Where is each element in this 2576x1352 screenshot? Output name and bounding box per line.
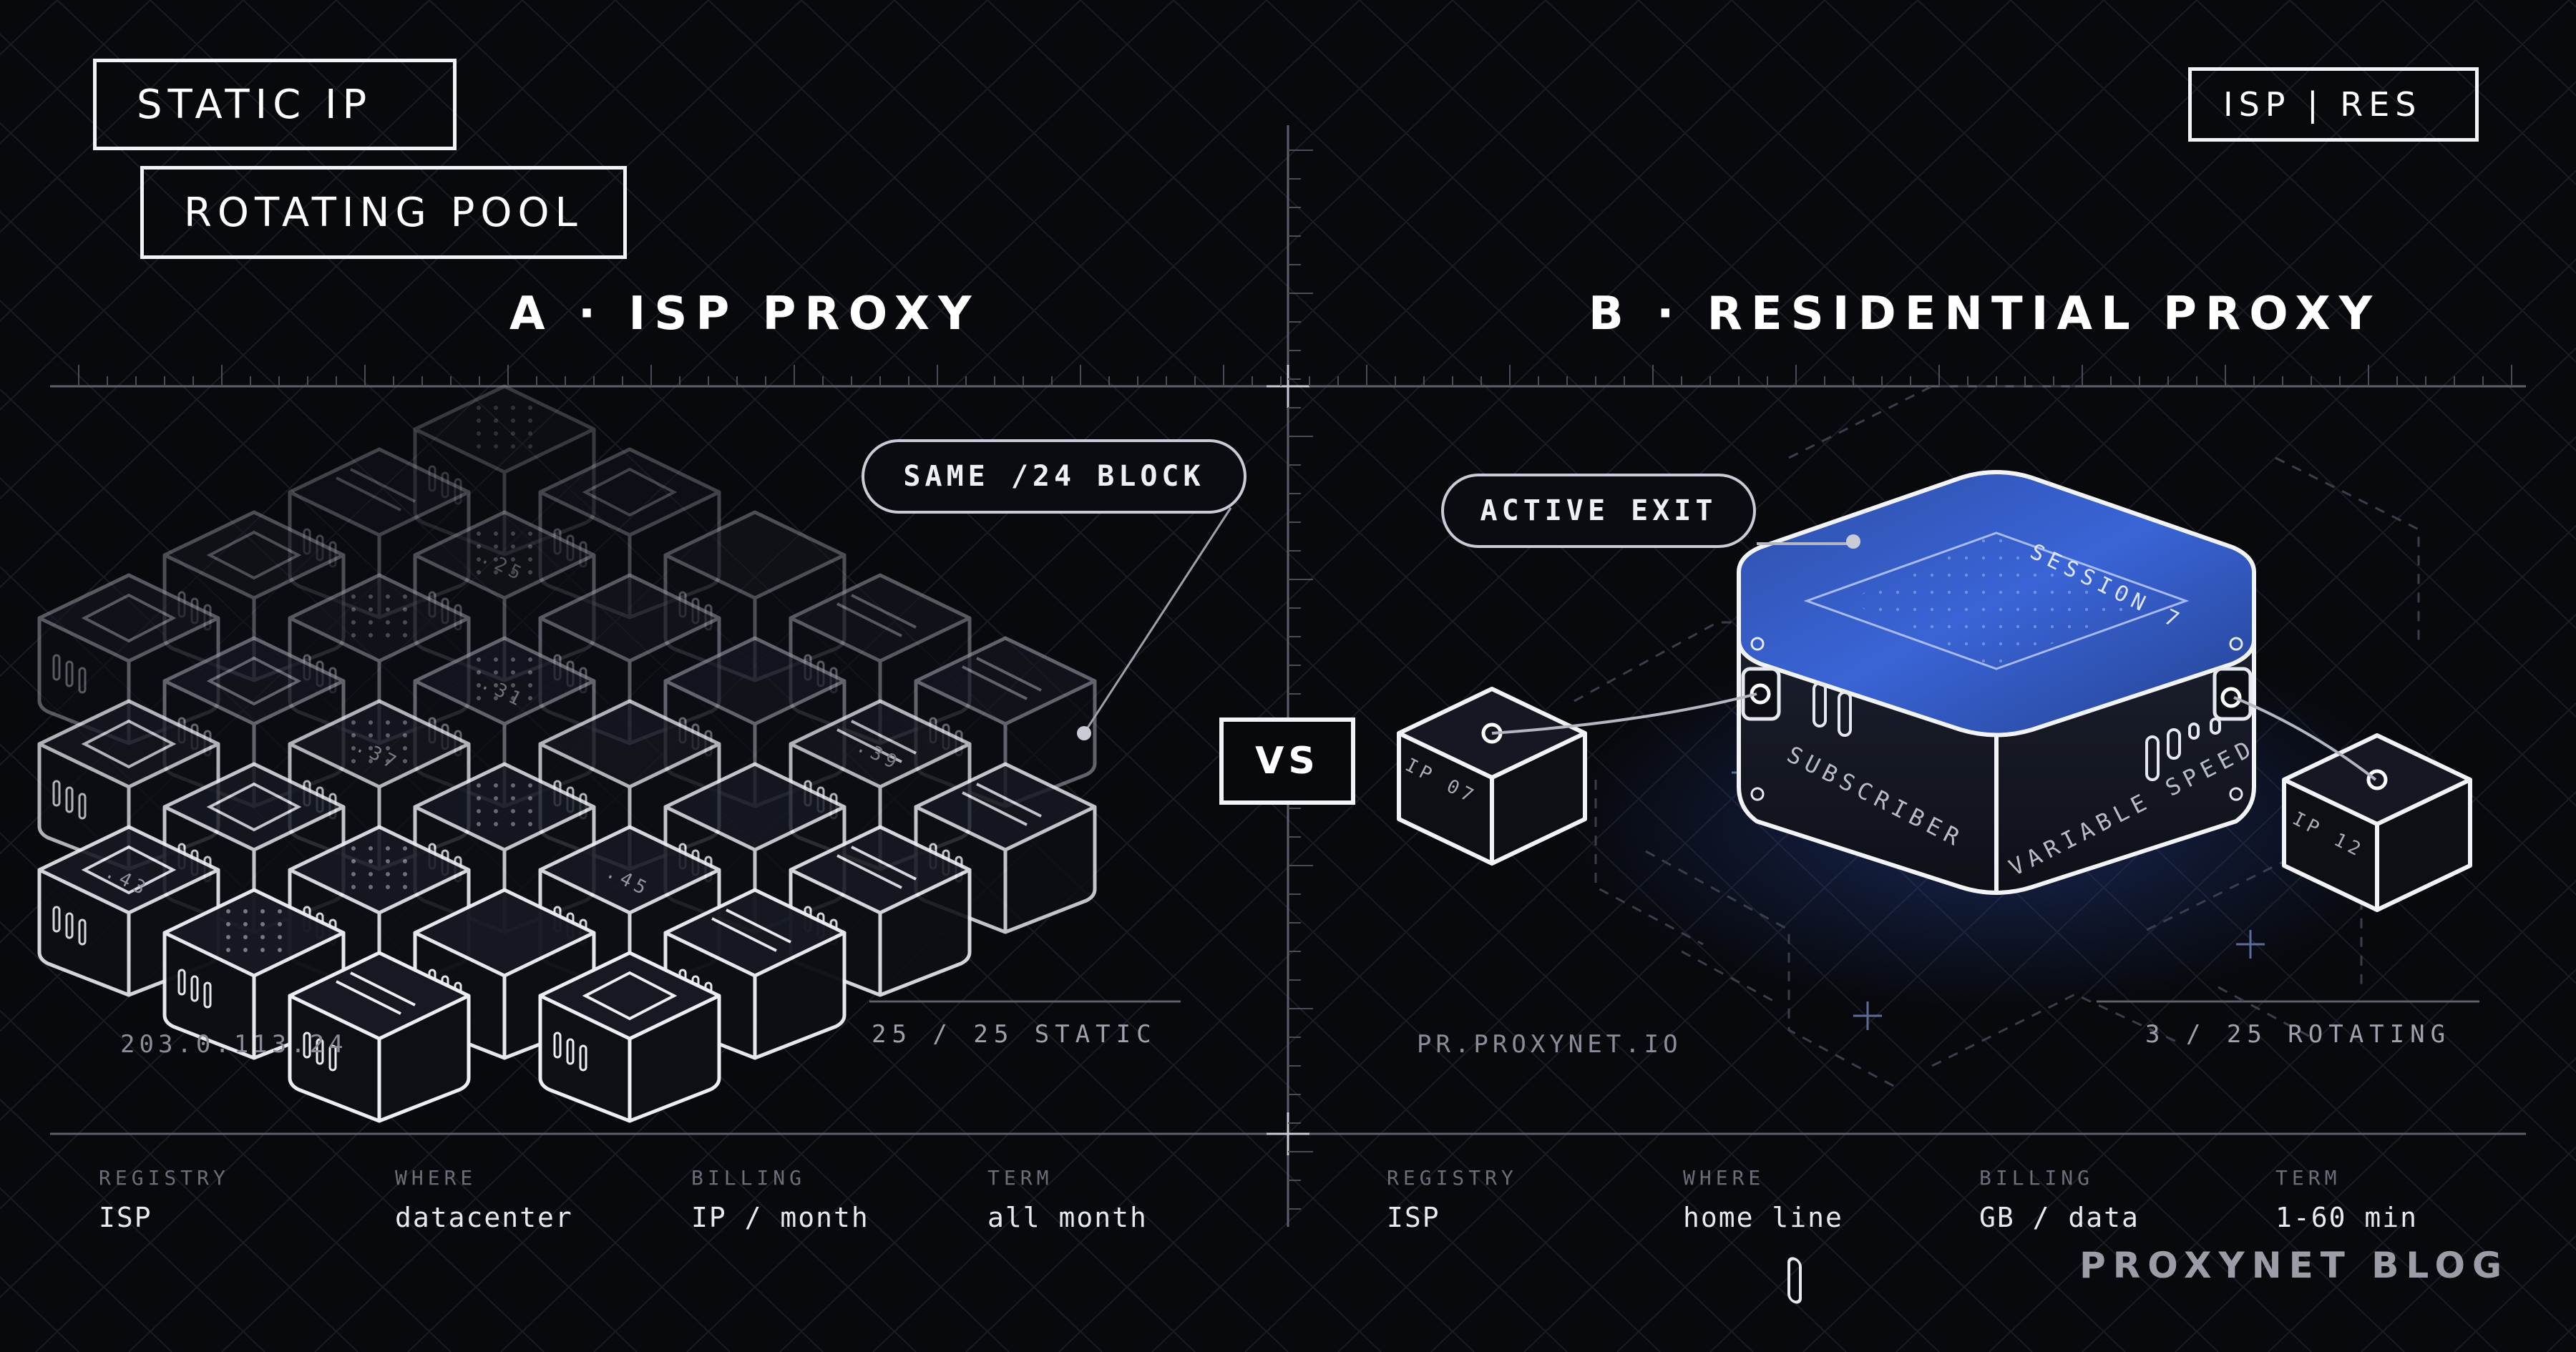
isp-billing-value: IP / month: [691, 1202, 869, 1233]
same-block-callout: SAME /24 BLOCK: [862, 439, 1246, 514]
isp-ip-address: 203.0.113.24: [120, 1030, 348, 1059]
residential-proxy-heading: B · RESIDENTIAL PROXY: [1589, 288, 2381, 341]
isp-registry-label: REGISTRY: [99, 1166, 230, 1190]
static-ip-cube: [538, 951, 721, 1123]
static-ip-cube: [288, 951, 471, 1123]
static-ip-tag: STATIC IP: [93, 59, 457, 150]
res-term-label: TERM: [2275, 1166, 2341, 1190]
isp-billing-label: BILLING: [691, 1166, 806, 1190]
callout-anchor-dot: [1077, 726, 1091, 740]
isp-term-label: TERM: [987, 1166, 1053, 1190]
residential-circuit: [1574, 385, 2420, 1089]
brand-wordmark: PROXYNET BLOG: [2079, 1245, 2509, 1286]
residential-host: PR.PROXYNET.IO: [1417, 1030, 1682, 1059]
isp-registry-value: ISP: [99, 1202, 152, 1233]
isp-proxy-heading: A · ISP PROXY: [509, 288, 980, 341]
versus-badge: VS: [1219, 717, 1355, 805]
static-ip-cube: [789, 825, 972, 997]
ip-cube: [1397, 687, 1587, 866]
isp-res-tag: ISP | RES: [2188, 67, 2479, 142]
active-exit-node: SESSION 7 SUBSCRIBER VARIABLE SPEED: [1737, 469, 2260, 1304]
res-term-value: 1-60 min: [2275, 1202, 2419, 1233]
same-block-leader: [1083, 507, 1232, 734]
res-where-value: home line: [1683, 1202, 1843, 1233]
isp-static-count: 25 / 25 STATIC: [872, 1020, 1157, 1049]
res-billing-label: BILLING: [1979, 1166, 2094, 1190]
res-billing-value: GB / data: [1979, 1202, 2140, 1233]
isp-where-value: datacenter: [395, 1202, 573, 1233]
res-registry-value: ISP: [1387, 1202, 1440, 1233]
static-ip-cube: .31: [413, 636, 596, 808]
ruler-lines: [50, 125, 2526, 1227]
ip-cube: [2282, 733, 2472, 912]
isp-term-value: all month: [987, 1202, 1148, 1233]
active-exit-anchor: [1846, 534, 1860, 549]
active-exit-callout: ACTIVE EXIT: [1441, 474, 1756, 548]
exit-links: [1491, 542, 2377, 781]
static-ip-cube-grid: .25.31.39.37.45.43: [37, 384, 1097, 1123]
static-ip-cube: [413, 384, 596, 557]
res-where-label: WHERE: [1683, 1166, 1765, 1190]
res-registry-label: REGISTRY: [1387, 1166, 1518, 1190]
isp-where-label: WHERE: [395, 1166, 477, 1190]
rotating-pool-tag: ROTATING POOL: [140, 166, 627, 259]
residential-ip-cubes: [1397, 687, 2472, 912]
residential-rotating-count: 3 / 25 ROTATING: [2145, 1020, 2451, 1049]
